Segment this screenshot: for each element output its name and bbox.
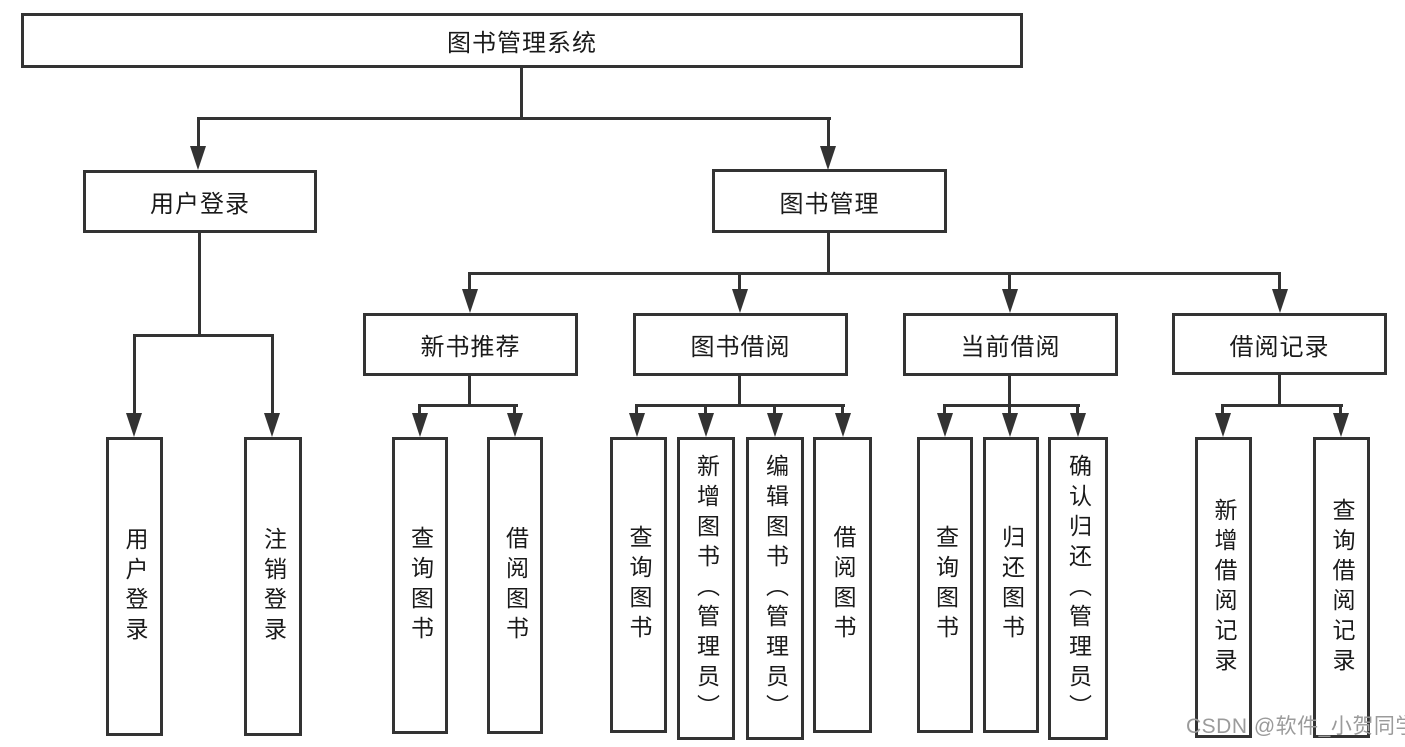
node-label: 用户登录	[150, 191, 250, 218]
edge-borrow-record-stem	[1278, 375, 1281, 406]
node-new-book-recommend: 新书推荐	[363, 313, 578, 376]
arrowhead-down-icon	[1002, 413, 1018, 437]
leaf-borrow-books: 借阅图书	[487, 437, 543, 734]
leaf-user-login: 用户登录	[106, 437, 163, 736]
edge-to-user-login	[197, 117, 200, 148]
arrowhead-down-icon	[412, 413, 428, 437]
arrowhead-down-icon	[698, 413, 714, 437]
node-label: 图书借阅	[690, 334, 791, 361]
edge-new-book-rec-stem	[468, 376, 471, 406]
edge-level2-branch	[197, 117, 831, 120]
edge-to-leaf	[635, 404, 638, 415]
leaf-label: 借阅图书	[502, 525, 529, 646]
arrowhead-down-icon	[835, 413, 851, 437]
arrowhead-down-icon	[507, 413, 523, 437]
edge-current-borrow-branch	[943, 404, 1080, 407]
edge-to-leaf	[1008, 404, 1011, 415]
edge-new-book-rec-branch	[418, 404, 518, 407]
edge-to-leaf	[1221, 404, 1224, 415]
edge-book-borrow-branch	[635, 404, 845, 407]
leaf-label: 用户登录	[122, 526, 148, 647]
edge-to-leaf	[1339, 404, 1342, 415]
edge-book-borrow-stem	[738, 376, 741, 406]
edge-to-leaf	[943, 404, 946, 415]
leaf-return-books: 归还图书	[983, 437, 1039, 733]
leaf-add-borrow-record: 新增借阅记录	[1195, 437, 1252, 738]
edge-to-leaf	[1076, 404, 1079, 415]
csdn-watermark: CSDN @软件_小贺同学	[1186, 715, 1405, 738]
leaf-label: 查询图书	[407, 525, 434, 646]
leaf-query-books: 查询图书	[392, 437, 448, 734]
arrowhead-down-icon	[190, 146, 206, 170]
leaf-label: 借阅图书	[830, 525, 856, 645]
node-current-borrowing: 当前借阅	[903, 313, 1118, 376]
node-label: 图书管理	[779, 190, 880, 218]
edge-borrow-record-branch	[1221, 404, 1343, 407]
node-book-management: 图书管理	[712, 169, 947, 233]
edge-to-new-book-rec	[468, 272, 471, 291]
leaf-label: 归还图书	[998, 525, 1025, 645]
edge-level3-branch	[469, 272, 1281, 275]
edge-to-leaf-user-login	[133, 334, 136, 415]
node-book-borrowing: 图书借阅	[633, 313, 848, 376]
arrowhead-down-icon	[820, 146, 836, 170]
leaf-label: 确认归还（管理员）	[1065, 453, 1092, 724]
edge-to-leaf-logout	[271, 334, 274, 415]
leaf-label: 注销登录	[260, 526, 287, 647]
edge-to-leaf	[704, 404, 707, 415]
leaf-logout: 注销登录	[244, 437, 302, 736]
leaf-query-books: 查询图书	[610, 437, 667, 733]
edge-to-borrow-record	[1278, 272, 1281, 291]
arrowhead-down-icon	[732, 289, 748, 313]
edge-to-book-borrow	[738, 272, 741, 291]
edge-to-leaf	[773, 404, 776, 415]
leaf-edit-books-admin: 编辑图书（管理员）	[746, 437, 804, 740]
edge-current-borrow-stem	[1008, 376, 1011, 406]
node-label: 新书推荐	[420, 334, 521, 361]
leaf-borrow-books: 借阅图书	[813, 437, 872, 733]
leaf-label: 查询图书	[932, 525, 959, 645]
node-label: 当前借阅	[960, 334, 1061, 361]
leaf-label: 查询借阅记录	[1329, 497, 1355, 678]
leaf-query-books: 查询图书	[917, 437, 973, 733]
leaf-label: 查询图书	[626, 525, 652, 645]
arrowhead-down-icon	[937, 413, 953, 437]
leaf-query-borrow-record: 查询借阅记录	[1313, 437, 1370, 738]
node-label: 图书管理系统	[447, 30, 597, 57]
edge-root-stem	[520, 68, 523, 120]
edge-user-login-stem	[198, 233, 201, 335]
arrowhead-down-icon	[1070, 413, 1086, 437]
arrowhead-down-icon	[1272, 289, 1288, 313]
node-label: 借阅记录	[1229, 333, 1330, 361]
edge-user-login-branch	[133, 334, 274, 337]
arrowhead-down-icon	[629, 413, 645, 437]
edge-to-leaf	[513, 404, 516, 415]
edge-to-leaf	[841, 404, 844, 415]
arrowhead-down-icon	[126, 413, 142, 437]
edge-to-current-borrow	[1008, 272, 1011, 291]
node-borrowing-records: 借阅记录	[1172, 313, 1387, 375]
leaf-label: 新增借阅记录	[1211, 497, 1237, 678]
node-library-management-system: 图书管理系统	[21, 13, 1023, 68]
leaf-confirm-return-admin: 确认归还（管理员）	[1048, 437, 1108, 740]
arrowhead-down-icon	[1333, 413, 1349, 437]
leaf-add-books-admin: 新增图书（管理员）	[677, 437, 735, 740]
node-user-login: 用户登录	[83, 170, 317, 233]
arrowhead-down-icon	[767, 413, 783, 437]
leaf-label: 编辑图书（管理员）	[762, 453, 789, 724]
arrowhead-down-icon	[264, 413, 280, 437]
edge-book-management-stem	[827, 233, 830, 274]
leaf-label: 新增图书（管理员）	[693, 453, 720, 724]
arrowhead-down-icon	[1215, 413, 1231, 437]
arrowhead-down-icon	[462, 289, 478, 313]
arrowhead-down-icon	[1002, 289, 1018, 313]
edge-to-leaf	[418, 404, 421, 415]
edge-to-book-management	[827, 117, 830, 148]
